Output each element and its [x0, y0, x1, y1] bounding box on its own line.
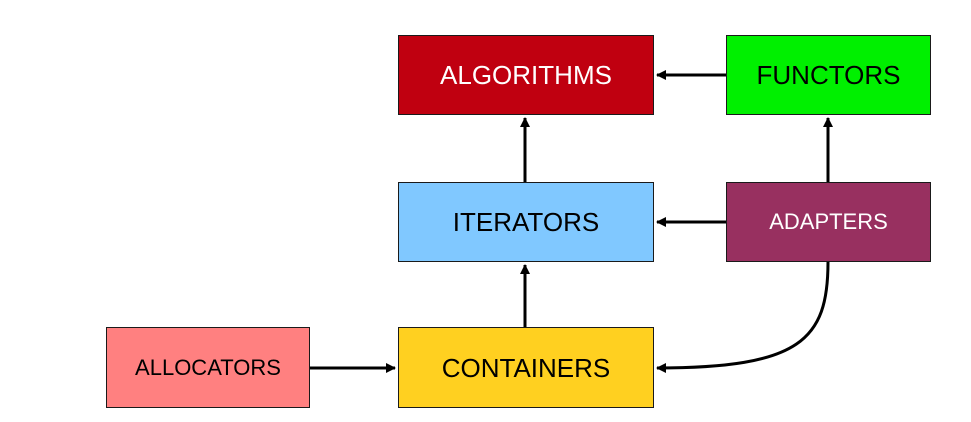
iterators-node: ITERATORS	[398, 182, 654, 262]
allocators-node: ALLOCATORS	[106, 327, 310, 408]
adapters-node: ADAPTERS	[726, 182, 931, 262]
allocators-label: ALLOCATORS	[135, 354, 281, 380]
algorithms-node: ALGORITHMS	[398, 35, 654, 115]
functors-label: FUNCTORS	[756, 60, 901, 90]
adapters-label: ADAPTERS	[769, 209, 888, 234]
algorithms-label: ALGORITHMS	[440, 60, 612, 90]
containers-label: CONTAINERS	[441, 352, 611, 383]
containers-node: CONTAINERS	[398, 327, 654, 408]
functors-node: FUNCTORS	[726, 35, 931, 115]
edge-adapters-to-containers	[656, 261, 830, 373]
iterators-label: ITERATORS	[452, 207, 600, 237]
